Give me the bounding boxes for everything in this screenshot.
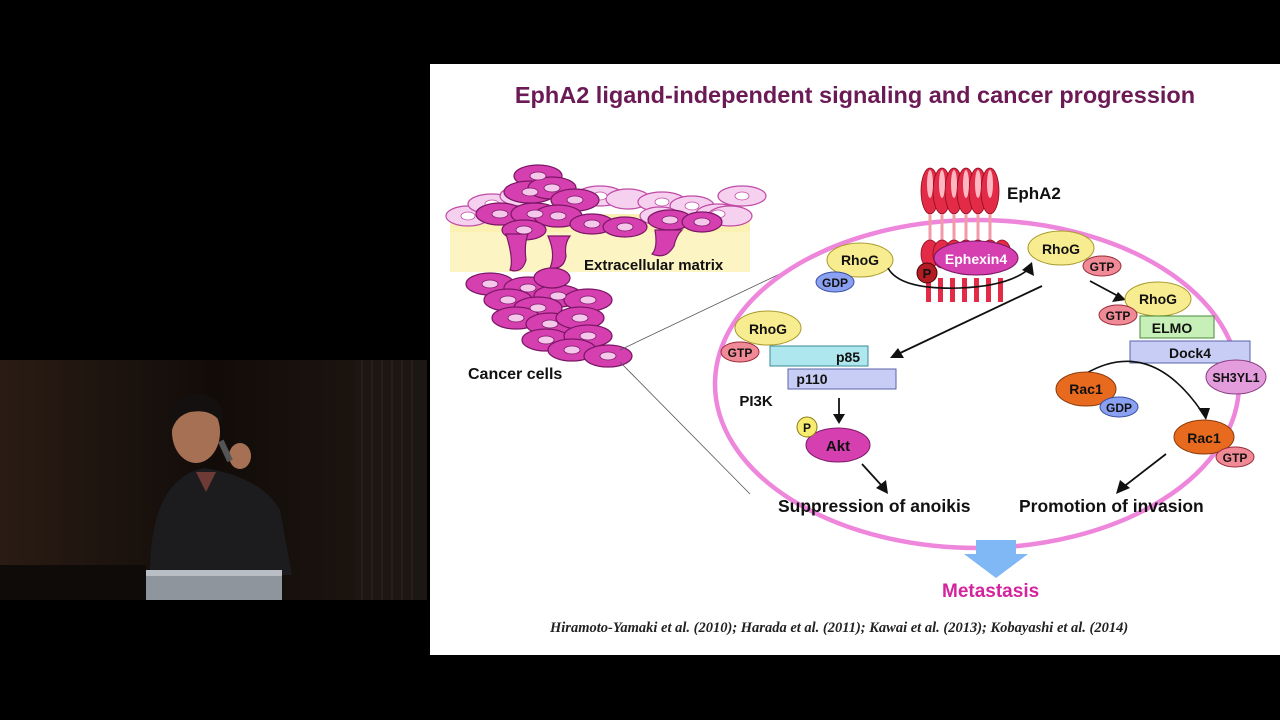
receptor-phospho-node [916, 262, 938, 284]
elmo-label: ELMO [1152, 320, 1193, 336]
elmo-box [1139, 315, 1215, 339]
gdp-label-2: GDP [1106, 401, 1132, 415]
presentation-slide: EphA2 ligand-independent signaling and c… [430, 64, 1280, 655]
rhog-gdp-label: RhoG [841, 252, 879, 268]
exchange-arrow [887, 267, 1031, 289]
rhog-pi3k-label: RhoG [749, 321, 787, 337]
akt-phospho-node [796, 416, 818, 438]
p85-box [769, 345, 869, 367]
promotion-of-invasion-label: Promotion of invasion [1019, 496, 1204, 516]
gdp-node-2 [1099, 396, 1139, 418]
citation-text: Hiramoto-Yamaki et al. (2010); Harada et… [550, 620, 1129, 636]
gdp-node-1 [815, 271, 855, 293]
gtp-rac1-node [1215, 446, 1255, 468]
rhog-elmo-label: RhoG [1139, 291, 1177, 307]
arrow-to-elmo [1089, 280, 1119, 297]
rhog-gtp-top-label: RhoG [1042, 241, 1080, 257]
slide-title: EphA2 ligand-independent signaling and c… [514, 82, 1196, 108]
rac1-gdp-label: Rac1 [1069, 381, 1103, 397]
gtp-pi3k-node [720, 341, 760, 363]
rac1-gtp-node [1173, 419, 1235, 455]
speaker-video-frame [0, 360, 427, 600]
cancer-cells-label: Cancer cells [468, 366, 563, 383]
rhog-gdp-node [826, 242, 894, 278]
rhog-pi3k-node [734, 310, 802, 346]
rac1-activation-arrow [1084, 360, 1203, 413]
gtp-elmo-node [1098, 304, 1138, 326]
signaling-diagram: Ephexin4 P RhoG GDP RhoG GTP RhoG GTP EL… [445, 164, 1267, 578]
ephexin4-label: Ephexin4 [945, 251, 1007, 267]
gtp-top-label: GTP [1090, 260, 1115, 274]
p110-label: p110 [796, 371, 827, 387]
gtp-elmo-label: GTP [1106, 309, 1131, 323]
akt-label: Akt [826, 438, 850, 455]
gdp-label-1: GDP [822, 276, 848, 290]
p85-label: p85 [836, 349, 860, 365]
epha2-label: EphA2 [1007, 184, 1061, 203]
gtp-top-node [1082, 255, 1122, 277]
metastasis-arrow [964, 540, 1028, 578]
suppression-of-anoikis-label: Suppression of anoikis [778, 496, 971, 516]
zoom-line-lower [619, 361, 751, 495]
akt-node [805, 427, 871, 463]
rhog-gtp-top-node [1027, 230, 1095, 266]
dock4-box [1129, 340, 1251, 364]
gtp-rac1-label: GTP [1223, 451, 1248, 465]
sh3yl1-label: SH3YL1 [1212, 371, 1259, 385]
rac1-gdp-node [1055, 371, 1117, 407]
epha2-receptor [920, 167, 1012, 302]
ephexin4-node [933, 240, 1019, 276]
dock4-label: Dock4 [1169, 345, 1211, 361]
gtp-pi3k-label: GTP [728, 346, 753, 360]
extracellular-matrix-label: Extracellular matrix [584, 257, 724, 274]
arrow-to-anoikis [861, 463, 883, 487]
arrow-to-invasion [1121, 453, 1167, 489]
sh3yl1-node [1205, 359, 1267, 395]
rac1-gtp-label: Rac1 [1187, 430, 1221, 446]
metastasis-label: Metastasis [942, 581, 1040, 602]
akt-phospho-label: P [803, 421, 811, 435]
speaker-video [0, 360, 427, 600]
arrow-to-pi3k [897, 285, 1043, 355]
p110-box [787, 368, 897, 390]
tumor-cell-cluster [465, 164, 723, 368]
pi3k-label: PI3K [739, 393, 773, 410]
receptor-phospho-label: P [923, 266, 932, 281]
